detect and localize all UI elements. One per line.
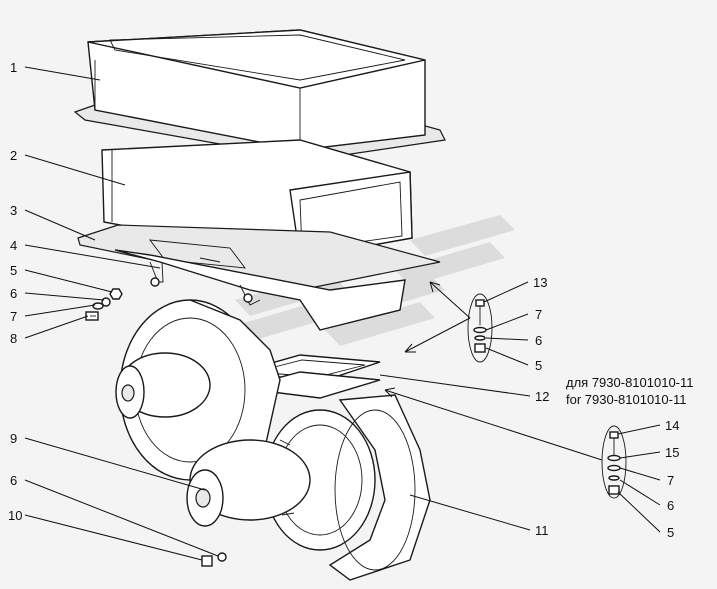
fasteners-left [85,288,123,321]
callout-7-right: 7 [535,307,542,322]
callout-11: 11 [535,523,549,538]
part-blower-housing-rear [115,299,281,481]
callout-6-far: 6 [667,498,674,513]
callout-12: 12 [535,389,549,404]
fasteners-right-1 [467,293,493,363]
variant-note-en: for 7930-8101010-11 [566,392,686,407]
part-mounting-plate [77,224,441,291]
callout-6-bottom: 6 [10,473,17,488]
fasteners-right-2 [601,425,627,499]
fasteners-bottom [201,552,227,567]
callout-13: 13 [533,275,547,290]
part-transition-hood [114,249,406,331]
callout-6: 6 [10,286,17,301]
callout-5: 5 [10,263,17,278]
part-duct-frame [73,29,446,161]
callout-15: 15 [665,445,679,460]
callout-4: 4 [10,238,17,253]
variant-note: для 7930-8101010-11 for 7930-8101010-11 [566,375,694,407]
callout-7: 7 [10,309,17,324]
callout-14: 14 [665,418,679,433]
callout-6-right: 6 [535,333,542,348]
callout-1: 1 [10,60,17,75]
part-impeller [264,409,376,551]
callout-labels: 1 2 3 4 5 6 7 8 9 6 10 11 12 13 7 6 5 14… [8,60,679,540]
part-motor [186,439,311,527]
part-blower-housing-front [328,394,431,581]
assembly-arrows [384,281,603,461]
callout-8: 8 [10,331,17,346]
callout-5-far: 5 [667,525,674,540]
callout-9: 9 [10,431,17,446]
callout-5-right: 5 [535,358,542,373]
callout-3: 3 [10,203,17,218]
callout-7-far: 7 [667,473,674,488]
callout-10: 10 [8,508,22,523]
variant-note-ru: для 7930-8101010-11 [566,375,694,390]
callout-2: 2 [10,148,17,163]
leader-lines [24,66,661,561]
